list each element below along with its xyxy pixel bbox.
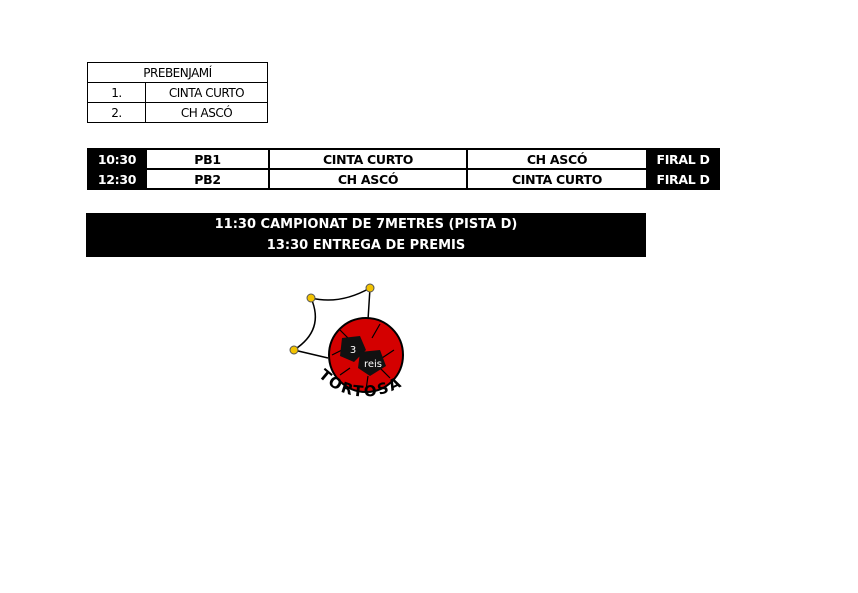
away-team: CH ASCÓ	[466, 148, 648, 170]
match-time: 10:30	[87, 148, 147, 170]
team: CINTA CURTO	[145, 82, 268, 103]
banner-line-2: 13:30 ENTREGA DE PREMIS	[266, 238, 466, 253]
match-schedule-table: 10:30 PB1 CINTA CURTO CH ASCÓ FIRAL D 12…	[87, 148, 720, 190]
position: 1.	[87, 82, 146, 103]
match-time: 12:30	[87, 168, 147, 190]
table-row: 12:30 PB2 CH ASCÓ CINTA CURTO FIRAL D	[87, 168, 720, 190]
venue: FIRAL D	[646, 168, 720, 190]
crown-point	[365, 283, 375, 293]
logo-number: 3	[350, 345, 356, 356]
home-team: CINTA CURTO	[268, 148, 468, 170]
events-banner: 11:30 CAMPIONAT DE 7METRES (PISTA D) 13:…	[86, 213, 646, 257]
match-code: PB2	[145, 168, 270, 190]
logo-word: reis	[364, 359, 382, 370]
position: 2.	[87, 102, 146, 123]
table-row: 2.CH ASCÓ	[87, 102, 268, 123]
table-row: 10:30 PB1 CINTA CURTO CH ASCÓ FIRAL D	[87, 148, 720, 170]
match-code: PB1	[145, 148, 270, 170]
crown-point	[306, 293, 316, 303]
away-team: CINTA CURTO	[466, 168, 648, 190]
banner-line-1: 11:30 CAMPIONAT DE 7METRES (PISTA D)	[214, 217, 518, 232]
home-team: CH ASCÓ	[268, 168, 468, 190]
tortosa-3-reis-logo: 3 reis TORTOSA	[289, 283, 404, 401]
standings-table: PREBENJAMÍ 1.CINTA CURTO 2.CH ASCÓ	[87, 62, 268, 123]
standings-title: PREBENJAMÍ	[87, 62, 268, 83]
team: CH ASCÓ	[145, 102, 268, 123]
crown-point	[289, 345, 299, 355]
table-row: 1.CINTA CURTO	[87, 82, 268, 103]
venue: FIRAL D	[646, 148, 720, 170]
